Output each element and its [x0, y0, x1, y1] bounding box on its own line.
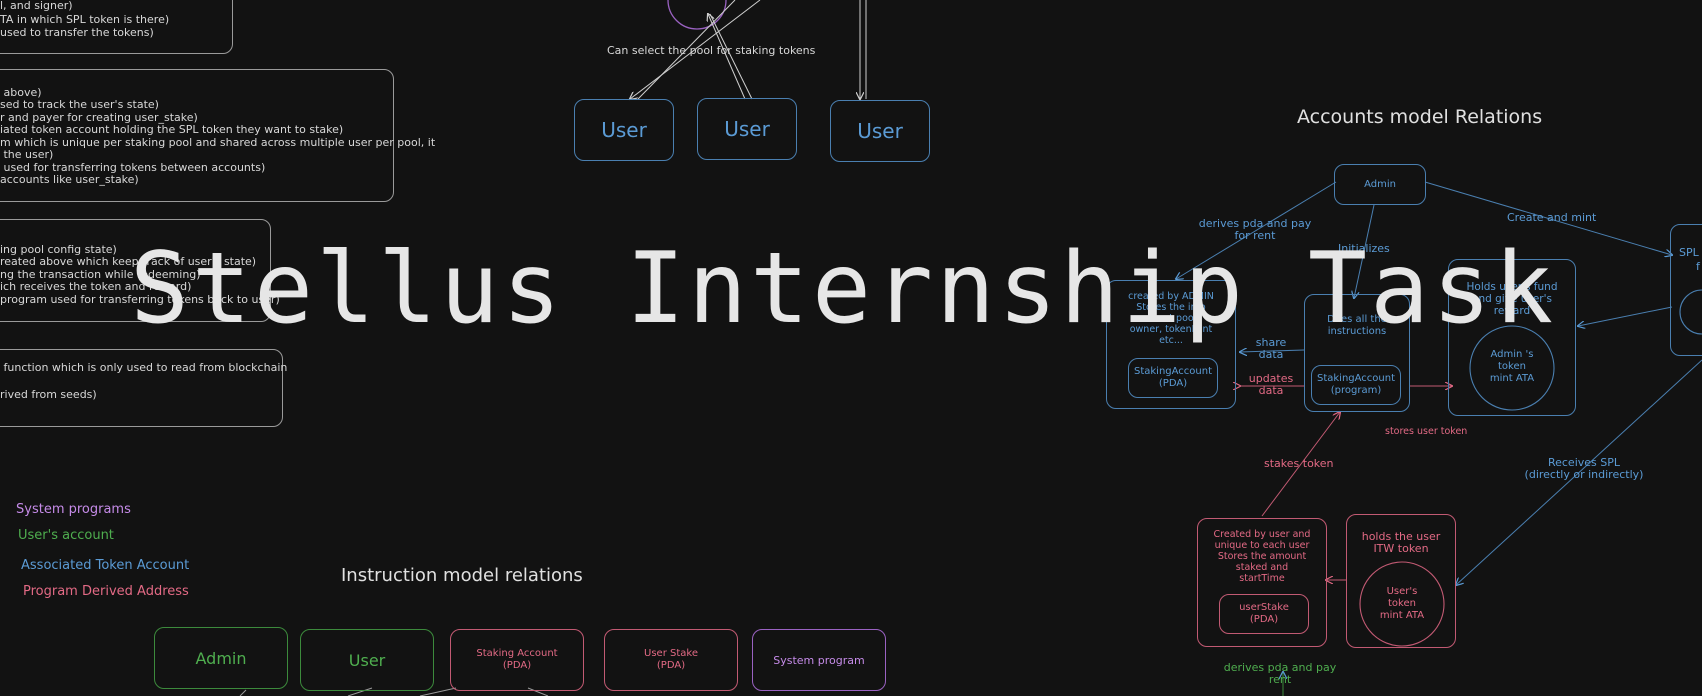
- fund-holder-description: Holds user's fund and give user's reward: [1466, 281, 1558, 317]
- label-derives-pda: derives pda and pay for rent: [1198, 217, 1312, 242]
- staking-program-description: Does all the instructions: [1327, 314, 1387, 337]
- notes-box-3: [0, 219, 271, 322]
- notes-box-1-line-1: l, and signer): [0, 0, 73, 12]
- connector-admin-to-program: [1354, 204, 1375, 298]
- user-stake-box: [1197, 518, 1327, 647]
- label-stores-user-token: stores user token: [1385, 426, 1468, 437]
- notes-box-3-line-5: program used for transferring tokens bac…: [0, 293, 280, 306]
- staking-pda-description: created by ADMIN Stores the info about p…: [1128, 291, 1214, 346]
- notes-box-2-line-7: used for transferring tokens between acc…: [0, 161, 266, 174]
- user-token-box: [1346, 514, 1456, 648]
- spl-label-partial-line2: f: [1696, 260, 1700, 273]
- user-box-3: User: [830, 100, 930, 162]
- user-box-2: User: [697, 98, 797, 160]
- system-program-circle-partial: [667, 0, 727, 30]
- staking-pda-box: [1106, 280, 1236, 409]
- notes-box-4: [0, 349, 283, 427]
- connector-receives-spl: [1456, 359, 1702, 585]
- staking-pda-inner: StakingAccount (PDA): [1128, 358, 1218, 398]
- notes-box-1-line-3: used to transfer the tokens): [0, 26, 154, 39]
- notes-box-2-line-5: m which is unique per staking pool and s…: [0, 136, 436, 149]
- label-updates-data: updates data: [1248, 372, 1294, 397]
- notes-box-1: [0, 0, 233, 54]
- admin-token-ata-label: Admin 's token mint ATA: [1489, 349, 1535, 384]
- spl-label-partial: SPL: [1679, 246, 1699, 259]
- notes-box-2-line-3: r and payer for creating user_stake): [0, 111, 198, 124]
- spl-circle-partial: [1679, 289, 1702, 335]
- notes-box-2-line-2: sed to track the user's state): [0, 98, 159, 111]
- connector-pool-to-user1b: [637, 0, 736, 100]
- connector-admin-to-staking-pda: [1176, 181, 1337, 279]
- notes-box-2-line-4: iated token account holding the SPL toke…: [0, 123, 344, 136]
- user-token-ata-label: User's token mint ATA: [1379, 586, 1425, 621]
- connector-admin-to-spl: [1424, 181, 1672, 255]
- connector-user2-up: [709, 13, 753, 100]
- instruction-system-program-box: System program: [752, 629, 886, 691]
- instruction-admin-box: Admin: [154, 627, 288, 689]
- page-title: Stellus Internship Task: [130, 232, 1557, 346]
- notes-box-3-line-4: ich receives the token and reward): [0, 280, 192, 293]
- user-box-1: User: [574, 99, 674, 161]
- user-token-description: holds the user ITW token: [1361, 530, 1441, 555]
- label-receives-spl: Receives SPL (directly or indirectly): [1524, 456, 1644, 481]
- connector-stakes-token: [1261, 412, 1340, 517]
- connector-pool-to-user1: [630, 0, 761, 99]
- notes-box-3-line-2: reated above which keep track of user's …: [0, 255, 257, 268]
- connector-share-data: [1240, 350, 1305, 352]
- user-token-ata-circle: [1359, 561, 1445, 647]
- label-share-data: share data: [1255, 336, 1287, 361]
- instruction-user-box: User: [300, 629, 434, 691]
- pool-selection-label: Can select the pool for staking tokens: [607, 44, 816, 57]
- fund-holder-box: [1448, 259, 1576, 416]
- connector-user2-arrow: [708, 14, 746, 100]
- legend-associated-token-account: Associated Token Account: [21, 558, 190, 573]
- label-bottom-derives-pda: derives pda and pay rent: [1223, 661, 1337, 686]
- legend-program-derived-address: Program Derived Address: [23, 584, 189, 599]
- instruction-staking-account-box: Staking Account (PDA): [450, 629, 584, 691]
- instruction-user-stake-box: User Stake (PDA): [604, 629, 738, 691]
- accounts-model-title: Accounts model Relations: [1297, 106, 1543, 128]
- legend-system-programs: System programs: [16, 502, 131, 517]
- notes-box-2-line-8: accounts like user_stake): [0, 173, 139, 186]
- staking-program-inner: StakingAccount (program): [1311, 365, 1401, 405]
- label-stakes-token: stakes token: [1264, 457, 1334, 470]
- label-create-and-mint: Create and mint: [1507, 211, 1597, 224]
- label-initializes: Initializes: [1338, 242, 1390, 255]
- instruction-connectors-partial: [239, 687, 549, 696]
- notes-box-4-line-3: rived from seeds): [0, 388, 97, 401]
- instruction-model-title: Instruction model relations: [341, 565, 583, 586]
- staking-program-box: [1304, 294, 1410, 412]
- notes-box-1-line-2: TA in which SPL token is there): [0, 13, 170, 26]
- notes-box-2-line-6: the user): [0, 148, 54, 161]
- notes-box-4-line-1: function which is only used to read from…: [0, 361, 288, 374]
- admin-token-ata-circle: [1469, 325, 1555, 411]
- notes-box-2-line-1: above): [0, 86, 42, 99]
- spl-box-partial: [1670, 224, 1702, 356]
- legend-users-account: User's account: [18, 528, 114, 543]
- accounts-admin-box: Admin: [1334, 164, 1426, 205]
- connector-spl-to-fund: [1578, 306, 1673, 326]
- user-stake-description: Created by user and unique to each user …: [1213, 529, 1311, 584]
- notes-box-2: [0, 69, 394, 202]
- user-stake-inner: userStake (PDA): [1219, 594, 1309, 634]
- notes-box-3-line-3: ng the transaction while redeeming): [0, 268, 201, 281]
- notes-box-3-line-1: ing pool config state): [0, 243, 117, 256]
